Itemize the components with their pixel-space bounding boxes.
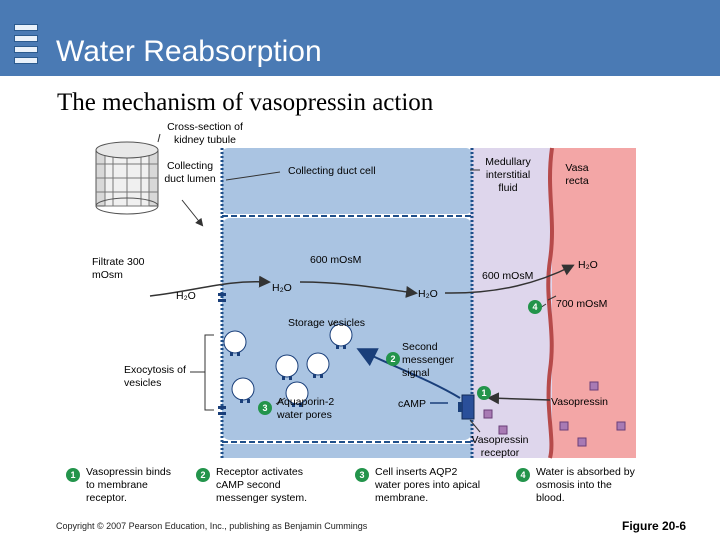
- aquaporin-pores: [218, 293, 226, 415]
- vasopressin-receptor-label: Vasopressin receptor: [471, 434, 529, 459]
- h2o-lumen-label: H₂O: [176, 290, 196, 302]
- medullary-interstitial-label: Medullary interstitial fluid: [485, 156, 531, 194]
- vasa-recta-region: [548, 148, 636, 458]
- title-bar: Water Reabsorption: [0, 0, 720, 76]
- h2o-cell-right-label: H₂O: [418, 288, 438, 300]
- vasa-recta-label: Vasa recta: [565, 162, 589, 187]
- lower-cell: [222, 444, 472, 458]
- h2o-vasa-label: H₂O: [578, 259, 598, 271]
- exocytosis-bracket: [204, 334, 214, 411]
- second-messenger-label: Second messenger signal: [402, 341, 454, 379]
- step-marker-3: 3: [258, 401, 272, 415]
- step-2-text: Receptor activates cAMP second messenger…: [216, 466, 308, 504]
- step-1: 1 Vasopressin binds to membrane receptor…: [66, 466, 184, 510]
- vasopressin-molecules: [483, 381, 626, 447]
- step-3-number: 3: [355, 468, 369, 482]
- step-3: 3 Cell inserts AQP2 water pores into api…: [355, 466, 487, 510]
- slide-icon: [14, 24, 38, 64]
- water-flow-arrow-3: [444, 264, 575, 294]
- vasa-recta-wall: [546, 147, 554, 459]
- copyright-notice: Copyright © 2007 Pearson Education, Inc.…: [56, 521, 368, 531]
- h2o-cell-left-label: H₂O: [272, 282, 292, 294]
- step-3-text: Cell inserts AQP2 water pores into apica…: [375, 466, 481, 504]
- collecting-duct-cell-label: Collecting duct cell: [288, 165, 376, 177]
- step-1-text: Vasopressin binds to membrane receptor.: [86, 466, 172, 504]
- step-1-number: 1: [66, 468, 80, 482]
- cross-section-label: Cross-section of kidney tubule: [167, 121, 243, 146]
- interstitial-osmolarity-label: 600 mOsM: [482, 270, 534, 282]
- step-4-text: Water is absorbed by osmosis into the bl…: [536, 466, 635, 504]
- upper-cell: [222, 148, 472, 214]
- step-2-number: 2: [196, 468, 210, 482]
- tubule-cross-section-icon: [95, 133, 161, 215]
- vasopressin-label: Vasopressin: [551, 396, 609, 408]
- exocytosis-label: Exocytosis of vesicles: [124, 364, 186, 389]
- water-flow-arrow-2: [299, 281, 418, 298]
- slide-title: Water Reabsorption: [56, 35, 322, 68]
- step-marker-4: 4: [528, 300, 542, 314]
- storage-vesicles: [223, 323, 353, 407]
- slide-subtitle: The mechanism of vasopressin action: [57, 89, 434, 116]
- step-4: 4 Water is absorbed by osmosis into the …: [516, 466, 640, 510]
- storage-vesicles-label: Storage vesicles: [288, 317, 366, 329]
- cell-osmolarity-label: 600 mOsM: [310, 254, 362, 266]
- collecting-duct-lumen-label: Collecting duct lumen: [164, 160, 216, 185]
- water-flow-arrow-1: [149, 275, 271, 297]
- aquaporin-label: Aquaporin-2 water pores: [277, 396, 335, 421]
- filtrate-label: Filtrate 300 mOsm: [92, 256, 145, 281]
- second-messenger-arrow: [356, 348, 461, 399]
- step-4-number: 4: [516, 468, 530, 482]
- step-marker-1: 1: [477, 386, 491, 400]
- step-2: 2 Receptor activates cAMP second messeng…: [196, 466, 324, 510]
- camp-label: cAMP: [398, 398, 427, 410]
- blood-osmolarity-label: 700 mOsM: [556, 298, 608, 310]
- vasopressin-arrow: [487, 392, 551, 405]
- vasopressin-receptor-shape: [461, 394, 475, 420]
- step-marker-2: 2: [386, 352, 400, 366]
- figure-label: Figure 20-6: [622, 519, 687, 533]
